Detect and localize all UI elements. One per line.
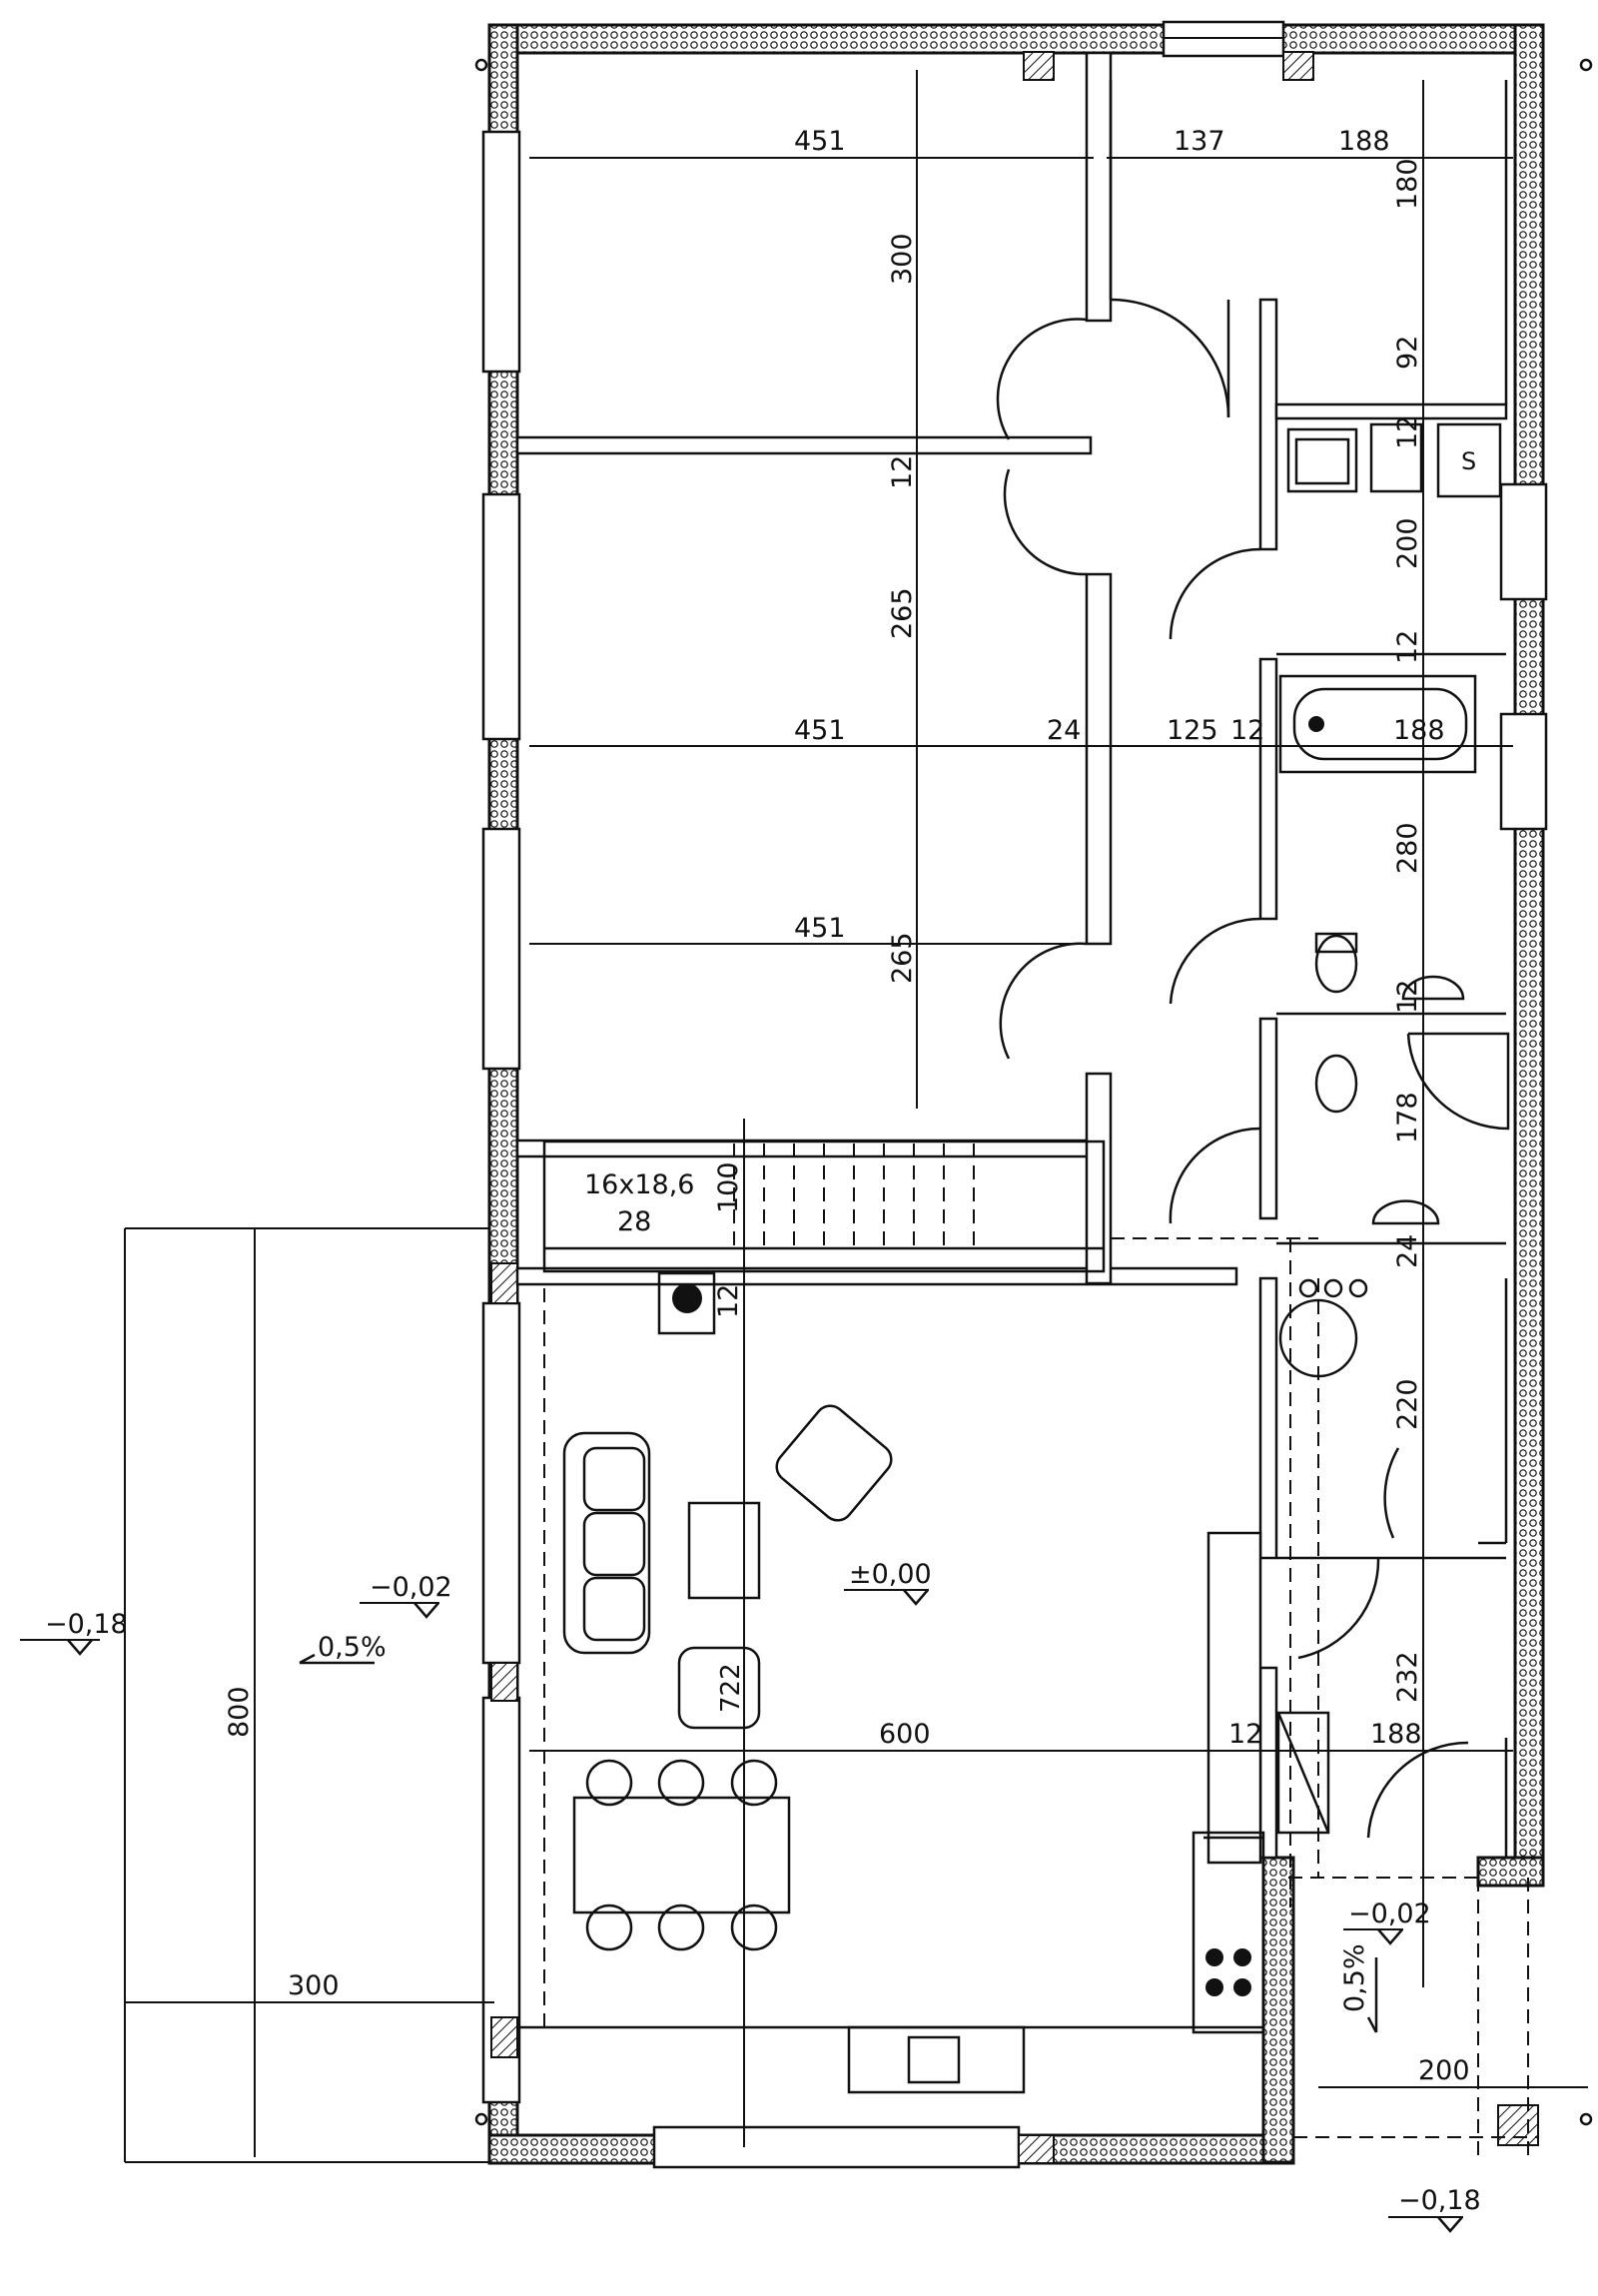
dim-row-12: 12	[1230, 715, 1264, 746]
dimension-labels: 451 137 188 180 92 300 12 12 265 200 12 …	[224, 126, 1470, 2086]
slope-entry: 0,5%	[1339, 1943, 1370, 2012]
dim-wall-12-a: 12	[887, 455, 918, 489]
dim-bath-pre: 200	[1392, 517, 1423, 569]
dim-living-12-b: 12	[1228, 1719, 1262, 1750]
doors	[996, 298, 1469, 1839]
dim-stair-spec: 16x18,6	[584, 1169, 694, 1200]
dim-wc-178: 178	[1392, 1092, 1423, 1144]
level-outer-left: −0,18	[45, 1609, 128, 1640]
dim-stair-100: 100	[713, 1161, 744, 1213]
dim-stair-tread: 28	[617, 1206, 651, 1237]
corner-marks	[474, 58, 1593, 2126]
dim-row-451: 451	[794, 715, 846, 746]
dim-living-12: 12	[713, 1284, 744, 1318]
dim-room1-height: 300	[887, 233, 918, 285]
dim-right-top: 180	[1392, 158, 1423, 210]
dim-wall-12-d: 12	[1392, 980, 1423, 1014]
dim-room3-height: 265	[887, 932, 918, 984]
dim-room-220: 220	[1392, 1378, 1423, 1430]
dim-terrace-300: 300	[288, 1970, 340, 2001]
dim-room1-width: 451	[794, 126, 846, 157]
dim-hall-top-right: 188	[1338, 126, 1390, 157]
level-markers: −0,18 −0,02 0,5% ±0,00 −0,02 0,5% −0,18	[20, 1559, 1481, 2233]
fixtures: S 722	[562, 422, 1510, 2094]
dim-room-232: 232	[1392, 1651, 1423, 1703]
level-entry: −0,02	[1348, 1899, 1431, 1929]
dim-bath-280: 280	[1392, 822, 1423, 874]
level-terrace: −0,02	[370, 1572, 452, 1603]
level-floor: ±0,00	[849, 1559, 932, 1590]
dim-wall-12-b: 12	[1392, 415, 1423, 449]
dimension-lines	[124, 70, 1588, 2163]
slope-terrace: 0,5%	[318, 1632, 387, 1663]
outer-walls	[481, 20, 1548, 2169]
dim-living-188: 188	[1370, 1719, 1422, 1750]
level-outer-bottom: −0,18	[1398, 2185, 1481, 2216]
inner-walls	[515, 51, 1538, 2157]
dim-terrace-800: 800	[224, 1686, 255, 1738]
dim-row-24: 24	[1047, 715, 1081, 746]
dim-room3-width: 451	[794, 913, 846, 944]
dim-row-188: 188	[1393, 715, 1445, 746]
dim-hall-top-left: 137	[1174, 126, 1225, 157]
table-label: 722	[716, 1663, 746, 1713]
dim-entry-200: 200	[1418, 2055, 1470, 2086]
dim-wall-12-c: 12	[1392, 630, 1423, 664]
dim-row-125: 125	[1167, 715, 1218, 746]
dim-living-600: 600	[879, 1719, 931, 1750]
dim-room2-height: 265	[887, 587, 918, 639]
fridge-label: S	[1461, 447, 1476, 475]
dim-right-mid: 92	[1392, 336, 1423, 370]
dim-wall-24: 24	[1392, 1234, 1423, 1268]
